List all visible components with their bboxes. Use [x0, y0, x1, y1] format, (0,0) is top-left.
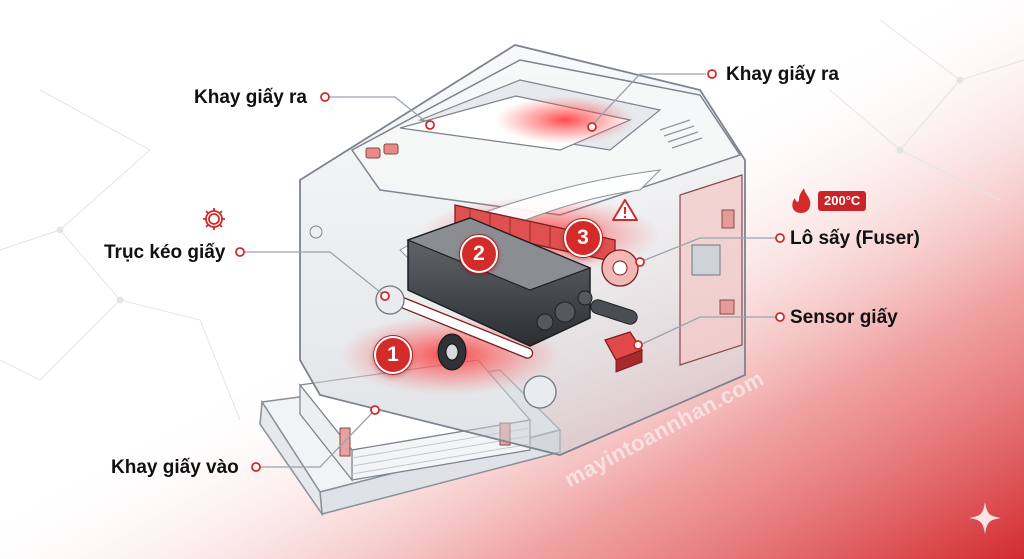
toner-cartridge [406, 217, 593, 347]
sparkle-icon [969, 502, 1001, 534]
pickup-roller [375, 285, 557, 409]
label-paper-sensor: Sensor giấy [790, 307, 898, 328]
label-fuser: Lô sấy (Fuser) [790, 228, 920, 249]
callout-lines [244, 73, 776, 468]
background-network [0, 19, 1024, 421]
output-glow [495, 96, 635, 144]
gear-icon [203, 208, 225, 230]
step-marker-2: 2 [460, 235, 498, 273]
flame-icon [792, 188, 811, 213]
label-output-tray-left: Khay giấy ra [194, 87, 307, 108]
label-input-tray: Khay giấy vào [111, 457, 239, 478]
paper-sensor [604, 331, 643, 373]
label-output-tray-right: Khay giấy ra [726, 64, 839, 85]
temperature-badge: 200°C [818, 191, 867, 211]
warning-icon [612, 199, 638, 221]
callout-dots [235, 69, 785, 472]
step-marker-3: 3 [564, 219, 602, 257]
step-marker-1: 1 [374, 336, 412, 374]
label-pickup-roller: Trục kéo giấy [104, 242, 226, 263]
